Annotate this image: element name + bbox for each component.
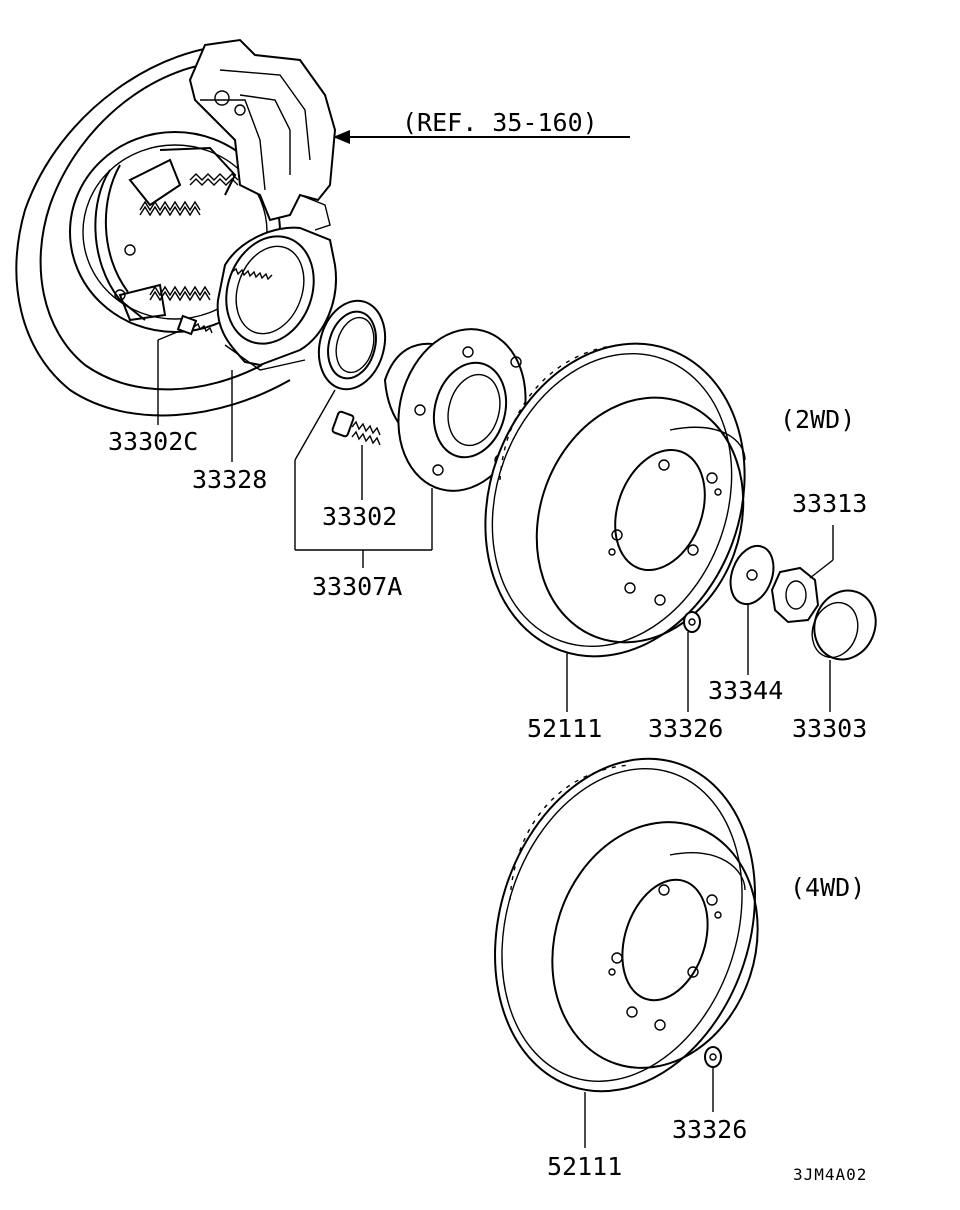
caliper-drawing <box>188 38 337 231</box>
nut-33313-drawing <box>770 566 820 624</box>
figure-code: 3JM4A02 <box>793 1165 867 1184</box>
hub-drawing <box>383 328 527 492</box>
part-label-33302c[interactable]: 33302C <box>108 427 198 456</box>
part-label-33344[interactable]: 33344 <box>708 676 783 705</box>
oil-seal-drawing <box>317 299 387 391</box>
cap-33303-drawing <box>811 589 877 661</box>
leader-lines <box>157 329 834 1148</box>
part-label-33326-upper[interactable]: 33326 <box>648 714 723 743</box>
bolt-33302c-drawing <box>176 314 213 336</box>
part-label-33328[interactable]: 33328 <box>192 465 267 494</box>
part-label-33303[interactable]: 33303 <box>792 714 867 743</box>
abs-rotor-ring-drawing <box>216 226 337 371</box>
brake-disc-upper-drawing <box>484 342 746 658</box>
part-label-33302[interactable]: 33302 <box>322 502 397 531</box>
part-label-33326-lower[interactable]: 33326 <box>672 1115 747 1144</box>
brake-disc-lower-drawing <box>494 757 759 1093</box>
washer-33326-upper-drawing <box>683 611 701 633</box>
washer-33326-lower-drawing <box>704 1046 722 1068</box>
part-label-52111-lower[interactable]: 52111 <box>547 1152 622 1181</box>
reference-arrow <box>333 130 630 144</box>
hub-bolt-33302-drawing <box>331 410 381 446</box>
variant-label-4wd: (4WD) <box>790 873 865 902</box>
variant-label-2wd: (2WD) <box>780 405 855 434</box>
brake-backing-plate-drawing <box>15 44 291 417</box>
reference-label[interactable]: (REF. 35-160) <box>402 108 598 137</box>
part-label-33313[interactable]: 33313 <box>792 489 867 518</box>
washer-33344-drawing <box>729 544 775 606</box>
part-label-33307a[interactable]: 33307A <box>312 572 402 601</box>
part-label-52111-upper[interactable]: 52111 <box>527 714 602 743</box>
